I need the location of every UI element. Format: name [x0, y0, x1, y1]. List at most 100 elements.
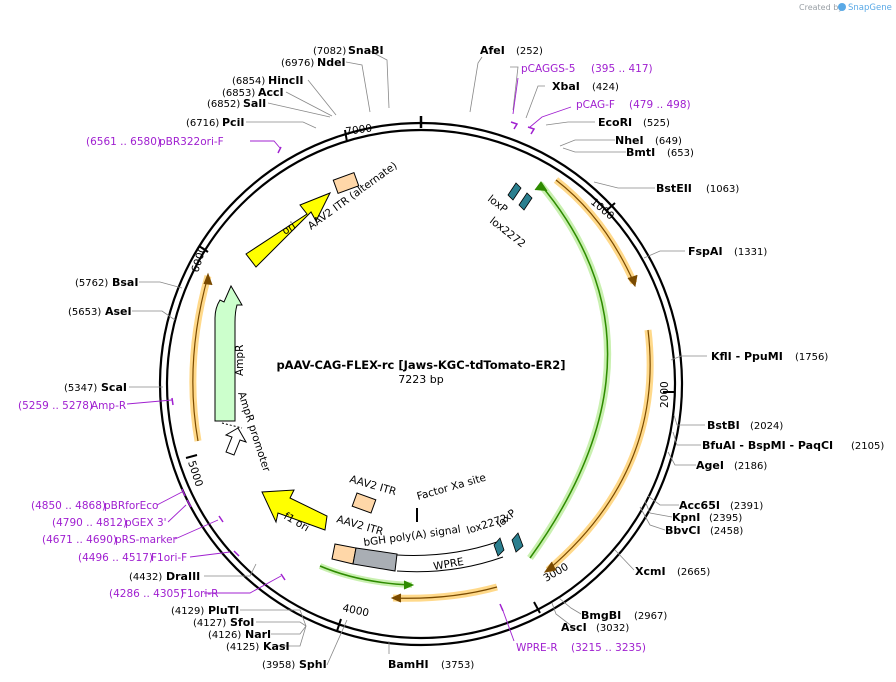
enzyme-fspai[interactable]: FspAI (1331) [688, 245, 767, 258]
enzyme-name: SalI [243, 97, 266, 110]
backbone-inner-ring [165, 128, 677, 640]
enzyme-name: BstEII [656, 182, 692, 195]
enzyme-pcii[interactable]: (6716) PciI [186, 116, 244, 129]
itr-alt-label: AAV2 ITR (alternate) [306, 160, 400, 233]
enzyme-nhei[interactable]: NheI (649) [615, 134, 682, 147]
enzyme-pos: (3032) [596, 623, 629, 634]
enzyme-name: DraIII [166, 570, 200, 583]
enzyme-name: BamHI [388, 658, 429, 671]
orange-orf-arc-lower[interactable] [543, 329, 654, 573]
enzyme-leader-lines [129, 49, 707, 666]
primer-range: (479 .. 498) [629, 99, 691, 111]
enzyme-pos: (252) [516, 46, 543, 57]
snapgene-brand: SnapGene [848, 3, 892, 13]
credit-text: Created by [799, 3, 843, 12]
orange-orf-arc-upper[interactable] [553, 177, 638, 288]
primer-mark-pcagf [527, 126, 536, 135]
enzyme-pos: (4126) [208, 630, 241, 641]
tick-3000 [533, 601, 541, 614]
enzyme-pos: (1063) [706, 184, 739, 195]
primer-pcaggs5[interactable]: pCAGGS-5 (395 .. 417) [521, 63, 653, 75]
enzyme-bsteii[interactable]: BstEII (1063) [656, 182, 739, 195]
enzyme-bstbi[interactable]: BstBI (2024) [707, 419, 783, 432]
green-bottom-arc[interactable] [318, 563, 415, 590]
primer-pbrforeco[interactable]: (4850 .. 4868) pBRforEco [31, 500, 158, 512]
enzyme-kasi[interactable]: (4125) KasI [226, 640, 290, 653]
enzyme-acci[interactable]: (6853) AccI [222, 86, 284, 99]
primer-name: pRS-marker [115, 534, 178, 546]
enzyme-pluti[interactable]: (4129) PluTI [171, 604, 239, 617]
enzyme-afei[interactable]: AfeI (252) [480, 44, 543, 57]
enzyme-pos: (5347) [64, 383, 97, 394]
enzyme-pos: (4125) [226, 642, 259, 653]
f1-ori-feature[interactable]: f1 ori [261, 489, 328, 534]
enzyme-sfoi[interactable]: (4127) SfoI [193, 616, 254, 629]
primer-mark-ampr [171, 397, 174, 406]
itr-alt-feature[interactable]: AAV2 ITR (alternate) [306, 160, 400, 233]
lox-top-group[interactable]: loxP lox2272 [485, 182, 533, 250]
primer-f1ori-f[interactable]: (4496 .. 4517) F1ori-F [78, 552, 187, 564]
enzyme-pos: (424) [592, 82, 619, 93]
enzyme-pos: (2665) [677, 567, 710, 578]
loxp-top-icon [507, 182, 522, 201]
primer-prs-marker[interactable]: (4671 .. 4690) pRS-marker [42, 534, 178, 546]
orange-bottom-arc[interactable] [390, 583, 498, 603]
primer-amp-r[interactable]: (5259 .. 5278) Amp-R [18, 400, 126, 412]
wpre-feature[interactable]: WPRE [396, 541, 504, 573]
enzyme-pos: (2967) [634, 611, 667, 622]
tick-4000 [336, 618, 342, 632]
enzyme-kpni[interactable]: KpnI (2395) [672, 511, 742, 524]
primer-pgex3[interactable]: (4790 .. 4812) pGEX 3' [52, 517, 167, 529]
green-orf-arc[interactable] [527, 181, 612, 561]
primer-range: (4790 .. 4812) [52, 517, 127, 529]
enzyme-ecori[interactable]: EcoRI (525) [598, 116, 670, 129]
enzyme-bamhi[interactable]: BamHI (3753) [388, 658, 474, 671]
scale-ticks [185, 129, 675, 632]
enzyme-name: Acc65I [679, 499, 720, 512]
enzyme-sphi[interactable]: (3958) SphI [262, 658, 327, 671]
enzyme-xbai[interactable]: XbaI (424) [552, 80, 619, 93]
enzyme-nari[interactable]: (4126) NarI [208, 628, 271, 641]
map-length: 7223 bp [398, 373, 443, 386]
enzyme-snabi[interactable]: (7082) SnaBI [313, 44, 384, 57]
enzyme-bbvci[interactable]: BbvCI (2458) [665, 524, 743, 537]
enzyme-sali[interactable]: (6852) SalI [207, 97, 266, 110]
enzyme-name: ScaI [101, 381, 127, 394]
primer-range: (4850 .. 4868) [31, 500, 106, 512]
enzyme-ndei[interactable]: (6976) NdeI [281, 56, 346, 69]
enzyme-name: BfuAI - BspMI - PaqCI [702, 439, 833, 452]
enzyme-bmti[interactable]: BmtI (653) [626, 146, 694, 159]
itr-lower-feature[interactable]: AAV2 ITR [348, 473, 398, 514]
enzyme-ascI[interactable]: AscI (3032) [561, 621, 629, 634]
primer-mark-f1orif [233, 550, 240, 557]
enzyme-bsai[interactable]: (5762) BsaI [75, 276, 138, 289]
ampr-feature[interactable]: AmpR [214, 284, 246, 422]
primer-wpre-r[interactable]: WPRE-R (3215 .. 3235) [516, 642, 646, 654]
left-orf-arc[interactable] [189, 272, 213, 442]
primer-range: (4496 .. 4517) [78, 552, 153, 564]
enzyme-bmgbi[interactable]: BmgBI (2967) [581, 609, 667, 622]
primer-pbr322ori-f[interactable]: (6561 .. 6580) pBR322ori-F [86, 136, 224, 148]
enzyme-hincii[interactable]: (6854) HincII [232, 74, 304, 87]
enzyme-kfli-ppumi[interactable]: KflI - PpuMI (1756) [711, 350, 828, 363]
enzyme-scai[interactable]: (5347) ScaI [64, 381, 127, 394]
enzyme-draiii[interactable]: (4432) DraIII [129, 570, 200, 583]
enzyme-name: AccI [258, 86, 284, 99]
primer-mark-pcaggs5 [510, 121, 519, 130]
primer-pcagf[interactable]: pCAG-F (479 .. 498) [576, 99, 691, 111]
primer-f1ori-r[interactable]: (4286 .. 4305) F1ori-R [109, 588, 218, 600]
primer-mark-f1orir [280, 573, 286, 581]
enzyme-agei[interactable]: AgeI (2186) [696, 459, 767, 472]
enzyme-bfuai[interactable]: BfuAI - BspMI - PaqCI (2105) [702, 439, 884, 452]
primer-mark-pbrforeco [181, 488, 186, 497]
ori-feature[interactable]: ori [245, 192, 332, 268]
enzyme-xcmi[interactable]: XcmI (2665) [635, 565, 710, 578]
snapgene-logo[interactable]: SnapGene [838, 3, 892, 13]
enzyme-name: HincII [268, 74, 304, 87]
enzyme-pos: (2458) [710, 526, 743, 537]
enzyme-asei[interactable]: (5653) AseI [68, 305, 132, 318]
enzyme-acc65i[interactable]: Acc65I (2391) [679, 499, 763, 512]
tick-label-6000: 6000 [189, 245, 209, 274]
enzyme-name: NarI [245, 628, 271, 641]
